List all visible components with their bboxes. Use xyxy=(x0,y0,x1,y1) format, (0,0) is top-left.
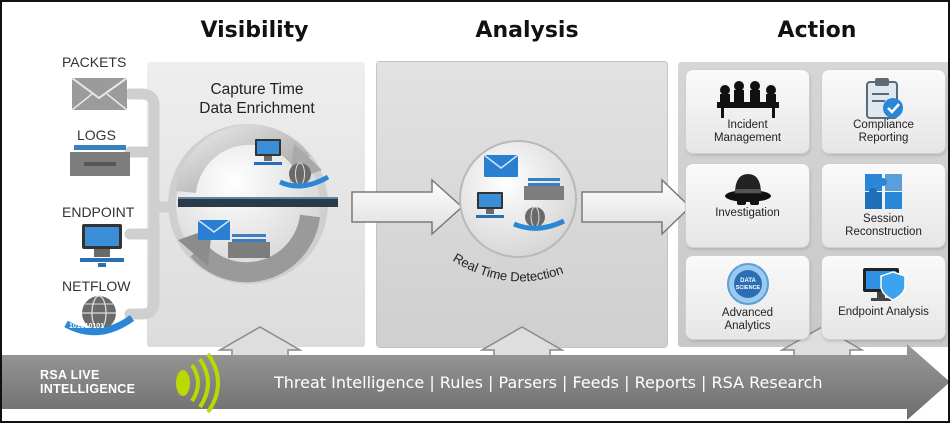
intelligence-feeds-text: Threat Intelligence | Rules | Parsers | … xyxy=(274,373,823,392)
action-tile-investigation: Investigation xyxy=(686,164,809,247)
rsa-live-intelligence-brand: RSA LIVE INTELLIGENCE xyxy=(40,368,135,396)
brand-line2: INTELLIGENCE xyxy=(40,382,136,396)
computer-icon xyxy=(476,192,504,218)
action-label: Endpoint Analysis xyxy=(838,306,929,318)
capture-title: Capture Time Data Enrichment xyxy=(152,80,362,118)
action-tile-compliance-reporting: Compliance Reporting xyxy=(822,70,945,153)
action-tile-session-reconstruction: Session Reconstruction xyxy=(822,164,945,247)
visibility-header: Visibility xyxy=(200,18,309,43)
arrow-analysis-to-action xyxy=(581,178,692,236)
action-label: Incident Management xyxy=(713,119,782,144)
action-label: Compliance Reporting xyxy=(853,119,914,144)
action-tile-incident-management: Incident Management xyxy=(686,70,809,153)
computer-icon xyxy=(254,139,282,165)
capture-title-line2: Data Enrichment xyxy=(199,100,315,117)
envelope-icon xyxy=(197,219,231,240)
action-label: Investigation xyxy=(715,207,780,219)
globe-binary-icon xyxy=(513,206,566,231)
action-label: Advanced Analytics xyxy=(721,307,774,332)
source-label-netflow: NETFLOW xyxy=(62,278,131,294)
log-tray-icon xyxy=(228,234,270,258)
action-label: Session Reconstruction xyxy=(845,213,922,238)
log-tray-icon xyxy=(524,178,564,200)
clipboard-check-icon xyxy=(865,78,903,119)
action-tile-endpoint-analysis: Endpoint Analysis xyxy=(822,256,945,339)
data-science-badge-icon: DATA SCIENCE xyxy=(726,263,769,305)
computer-icon xyxy=(80,224,124,267)
spy-hat-icon xyxy=(724,174,771,205)
meeting-people-icon xyxy=(716,81,779,118)
badge-text-line2: SCIENCE xyxy=(735,285,760,291)
monitor-shield-icon xyxy=(862,268,906,301)
action-header: Action xyxy=(777,18,857,43)
arrow-visibility-to-analysis xyxy=(351,178,464,236)
badge-text-line1: DATA xyxy=(740,278,756,284)
puzzle-icon xyxy=(864,174,902,209)
brand-line1: RSA LIVE xyxy=(40,368,100,382)
action-tile-advanced-analytics: DATA SCIENCE Advanced Analytics xyxy=(686,256,809,339)
globe-binary-icon xyxy=(278,162,330,189)
signal-waves-icon xyxy=(176,352,220,414)
log-tray-icon xyxy=(70,145,130,176)
capture-title-line1: Capture Time xyxy=(210,81,304,98)
binary-text: 101010101 xyxy=(69,323,104,330)
envelope-icon xyxy=(71,77,128,111)
envelope-icon xyxy=(483,154,519,177)
source-label-packets: PACKETS xyxy=(62,54,127,70)
globe-binary-icon: 101010101 xyxy=(64,295,135,336)
source-label-logs: LOGS xyxy=(77,127,116,143)
intelligence-band xyxy=(2,344,948,420)
source-label-endpoint: ENDPOINT xyxy=(62,204,135,220)
analysis-header: Analysis xyxy=(475,18,579,43)
